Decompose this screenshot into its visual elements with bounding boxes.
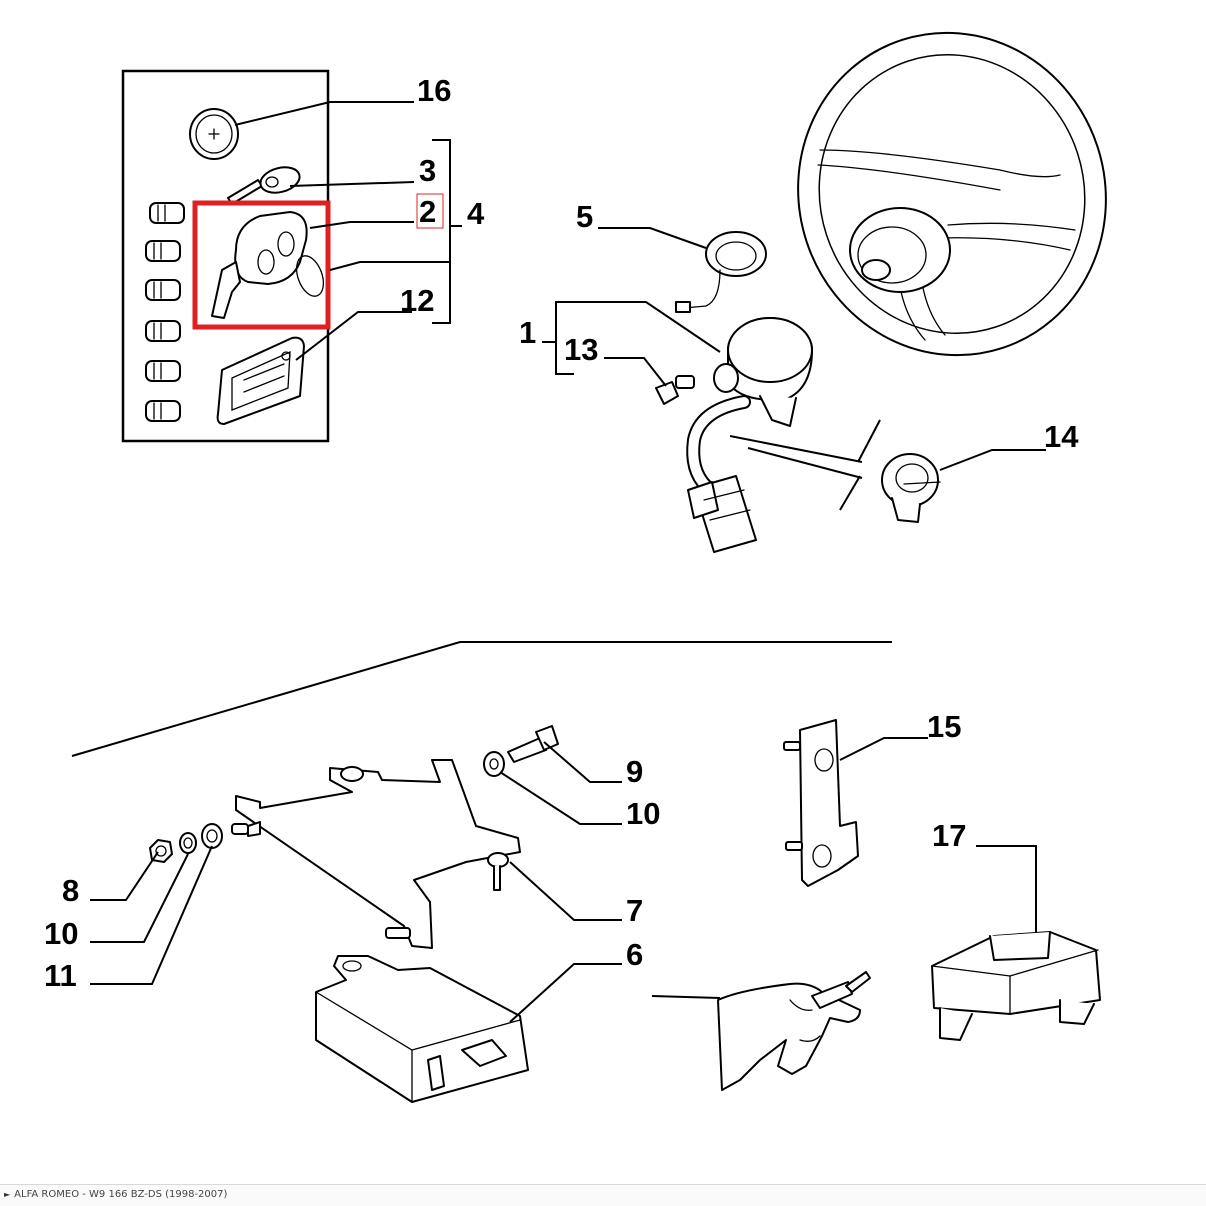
section-divider bbox=[71, 641, 892, 757]
code-card-part bbox=[216, 336, 305, 425]
callout-3: 3 bbox=[419, 153, 436, 188]
key-set-panel bbox=[121, 69, 330, 443]
washer-part-11 bbox=[201, 823, 223, 849]
remote-key-part bbox=[211, 211, 325, 319]
callout-8: 8 bbox=[62, 873, 79, 908]
mounting-plate-part bbox=[783, 719, 859, 887]
callout-9: 9 bbox=[626, 754, 643, 789]
bolt-part-13 bbox=[655, 375, 695, 405]
expand-arrow-icon[interactable]: ► bbox=[4, 1190, 11, 1199]
highlight-frame bbox=[192, 200, 331, 330]
callout-5: 5 bbox=[576, 199, 593, 234]
callout-14: 14 bbox=[1044, 419, 1079, 454]
callout-11: 11 bbox=[44, 958, 77, 993]
washer-part-10 bbox=[179, 832, 197, 854]
receiver-module-part bbox=[931, 931, 1101, 1041]
callout-10-upper: 10 bbox=[626, 796, 660, 831]
hand-with-key bbox=[717, 971, 871, 1091]
key-panel-leaders bbox=[234, 101, 462, 361]
control-unit-part bbox=[315, 955, 529, 1103]
bottom-leaders bbox=[90, 737, 1037, 1023]
callout-17: 17 bbox=[932, 818, 966, 853]
small-hardware bbox=[149, 725, 559, 863]
footer-bar: ►ALFA ROMEO - W9 166 BZ-DS (1998-2007) bbox=[0, 1184, 1206, 1206]
callout-labels: 16 3 2 4 12 5 1 13 14 15 9 10 17 7 6 8 1… bbox=[44, 73, 1079, 993]
callout-13: 13 bbox=[564, 332, 598, 367]
lock-cylinders bbox=[145, 202, 185, 422]
footer-model-text: ALFA ROMEO - W9 166 BZ-DS (1998-2007) bbox=[14, 1189, 228, 1200]
callout-1: 1 bbox=[519, 315, 536, 350]
callout-6: 6 bbox=[626, 937, 643, 972]
cap-part bbox=[189, 108, 239, 160]
callout-15: 15 bbox=[927, 709, 961, 744]
highlight-callout-box bbox=[416, 193, 444, 229]
callout-2: 2 bbox=[419, 194, 436, 229]
callout-7: 7 bbox=[626, 893, 643, 928]
bracket-part bbox=[231, 759, 521, 949]
ignition-leaders bbox=[542, 227, 1046, 471]
ignition-switch-assembly bbox=[655, 231, 941, 553]
callout-10-lower: 10 bbox=[44, 916, 78, 951]
ring-part bbox=[675, 231, 767, 313]
clip-part-14 bbox=[881, 453, 941, 523]
callout-12: 12 bbox=[400, 283, 434, 318]
callout-16: 16 bbox=[417, 73, 451, 108]
washer-part-10b bbox=[483, 751, 505, 777]
bolt-part-9 bbox=[507, 725, 559, 763]
steering-wheel bbox=[797, 31, 1107, 357]
callout-4: 4 bbox=[467, 196, 485, 231]
